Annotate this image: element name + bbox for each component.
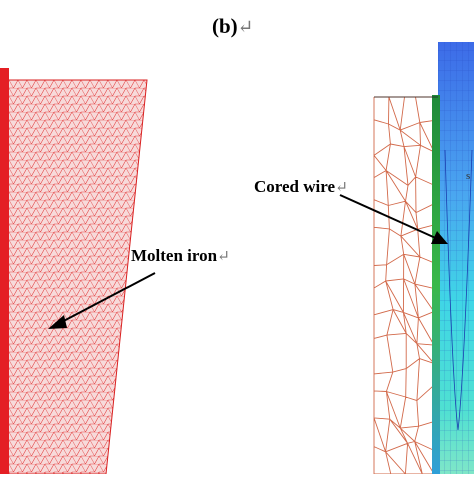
wall-boundary: [0, 68, 9, 474]
wire-taper-contour: [444, 149, 473, 431]
molten-iron-mesh-lines: [7, 79, 148, 475]
coarse-mesh: [373, 96, 435, 475]
cored-wire-label: Cored wire↵: [254, 177, 348, 196]
molten-iron-arrowhead: [48, 315, 67, 329]
cored-wire-arrowhead: [431, 231, 448, 244]
edge-letter: s: [466, 170, 471, 182]
molten-iron-arrow: [55, 272, 156, 326]
cored-wire-region: [373, 42, 474, 475]
molten-iron-label: Molten iron↵: [131, 246, 230, 265]
annotation-arrows: [48, 194, 448, 329]
wire-edge: [432, 95, 440, 474]
panel-label: (b)↵: [212, 14, 254, 38]
molten-iron-mesh: [0, 68, 148, 475]
coarse-mesh-lines: [373, 96, 435, 475]
cored-wire-arrow: [339, 194, 441, 241]
